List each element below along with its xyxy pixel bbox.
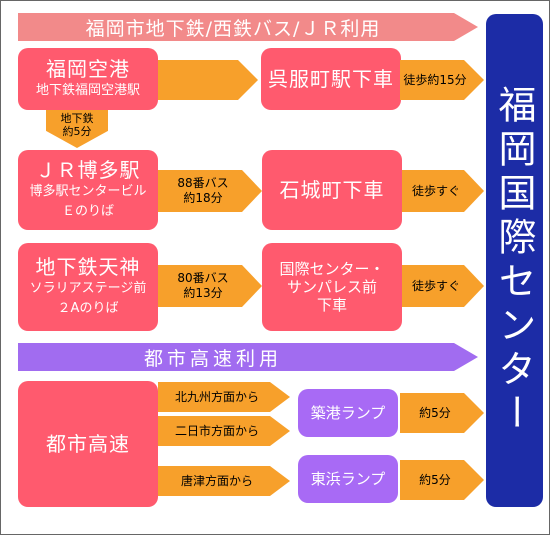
stop-kokusai-center-line1: 国際センター・ bbox=[279, 260, 385, 278]
stop-sekijomachi-label: 石城町下車 bbox=[279, 178, 385, 202]
ramp-chikko: 築港ランプ bbox=[298, 389, 398, 437]
bus-80-line1: 80番バス bbox=[177, 271, 229, 285]
stop-gofukumachi: 呉服町駅下車 bbox=[261, 48, 401, 110]
stop-kokusai-center-line3: 下車 bbox=[316, 296, 347, 314]
start-fukuoka-airport-sub: 地下鉄福岡空港駅 bbox=[35, 83, 140, 98]
walk-sekijomachi-label: 徒歩すぐ bbox=[411, 183, 460, 198]
stop-gofukumachi-label: 呉服町駅下車 bbox=[268, 67, 394, 91]
start-jr-hakata: ＪＲ博多駅 博多駅センタービル Ｅのりば bbox=[18, 150, 158, 230]
stop-sekijomachi: 石城町下車 bbox=[262, 150, 402, 230]
start-expressway: 都市高速 bbox=[18, 381, 158, 507]
start-jr-hakata-sub1: 博多駅センタービル bbox=[29, 184, 147, 199]
start-subway-tenjin-sub1: ソラリアステージ前 bbox=[29, 281, 147, 296]
walk-gofukumachi-label: 徒歩約15分 bbox=[403, 72, 467, 87]
arrow-route-kitakyushu: 北九州方面から bbox=[158, 382, 290, 412]
start-subway-tenjin: 地下鉄天神 ソラリアステージ前 ２Aのりば bbox=[18, 243, 158, 331]
bus-88-line1: 88番バス bbox=[177, 176, 229, 190]
start-fukuoka-airport-title: 福岡空港 bbox=[46, 57, 130, 81]
ramp-higashihama-label: 東浜ランプ bbox=[310, 470, 386, 488]
bus-88-line2: 約18分 bbox=[183, 191, 223, 205]
destination-label: 福岡国際センター bbox=[492, 84, 536, 437]
arrow-ramp-chikko-time: 約5分 bbox=[400, 393, 484, 433]
banner-expressway-label: 都市高速利用 bbox=[143, 347, 282, 370]
transfer-line1: 地下鉄 bbox=[60, 112, 94, 125]
ramp-higashihama: 東浜ランプ bbox=[298, 455, 398, 503]
stop-kokusai-center-line2: サンパレス前 bbox=[286, 278, 377, 296]
arrow-route-karatsu: 唐津方面から bbox=[158, 466, 290, 496]
ramp-chikko-label: 築港ランプ bbox=[310, 404, 386, 422]
banner-public-transit-label: 福岡市地下鉄/西鉄バス/ＪＲ利用 bbox=[85, 17, 381, 40]
ramp-chikko-time-label: 約5分 bbox=[419, 405, 451, 420]
start-fukuoka-airport: 福岡空港 地下鉄福岡空港駅 bbox=[18, 48, 158, 110]
route-karatsu-label: 唐津方面から bbox=[180, 473, 253, 488]
destination-box: 福岡国際センター bbox=[486, 14, 543, 507]
transfer-line2: 約5分 bbox=[62, 125, 92, 138]
start-jr-hakata-title: ＪＲ博多駅 bbox=[35, 158, 141, 182]
route-kitakyushu-label: 北九州方面から bbox=[174, 389, 259, 404]
stop-kokusai-center: 国際センター・ サンパレス前 下車 bbox=[262, 243, 402, 331]
arrow-ramp-higashihama-time: 約5分 bbox=[400, 460, 484, 500]
bus-80-line2: 約13分 bbox=[183, 286, 223, 300]
start-subway-tenjin-title: 地下鉄天神 bbox=[35, 255, 141, 279]
start-subway-tenjin-sub2: ２Aのりば bbox=[57, 301, 119, 316]
arrow-walk-kokusai-center: 徒歩すぐ bbox=[402, 265, 484, 307]
walk-kokusai-center-label: 徒歩すぐ bbox=[411, 278, 460, 293]
arrow-airport-to-gofukumachi bbox=[158, 60, 258, 100]
arrow-route-futsukaichi: 二日市方面から bbox=[158, 416, 290, 446]
arrow-bus-88: 88番バス 約18分 bbox=[158, 170, 262, 212]
start-expressway-label: 都市高速 bbox=[46, 432, 130, 456]
banner-public-transit: 福岡市地下鉄/西鉄バス/ＪＲ利用 bbox=[18, 13, 478, 41]
banner-expressway: 都市高速利用 bbox=[18, 343, 478, 371]
arrow-walk-sekijomachi: 徒歩すぐ bbox=[402, 170, 484, 212]
route-futsukaichi-label: 二日市方面から bbox=[174, 423, 259, 438]
ramp-higashihama-time-label: 約5分 bbox=[419, 472, 451, 487]
arrow-bus-80: 80番バス 約13分 bbox=[158, 265, 262, 307]
arrow-walk-gofukumachi: 徒歩約15分 bbox=[400, 60, 484, 100]
start-jr-hakata-sub2: Ｅのりば bbox=[61, 204, 114, 219]
